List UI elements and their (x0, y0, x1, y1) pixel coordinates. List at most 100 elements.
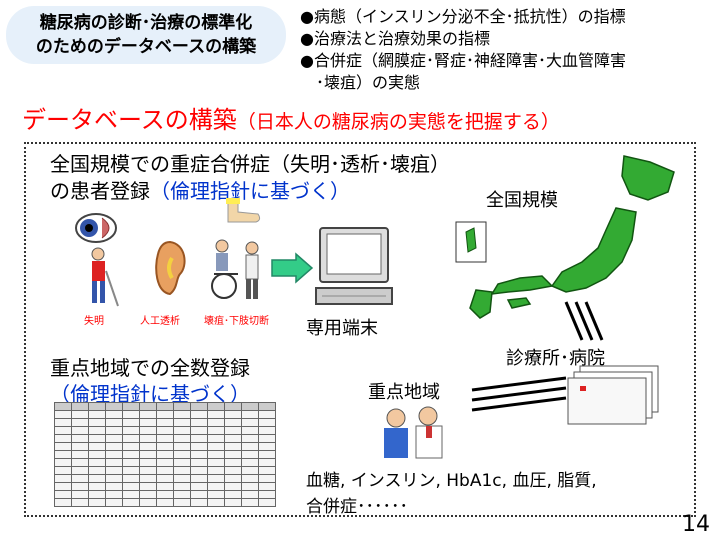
table-cell (190, 442, 208, 451)
table-row (54, 490, 276, 499)
table-cell (54, 450, 72, 459)
table-cell (122, 474, 140, 483)
table-cell (122, 434, 140, 443)
table-cell (241, 466, 259, 475)
table-cell (54, 474, 72, 483)
table-cell (173, 466, 191, 475)
table-cell (258, 426, 276, 435)
table-row (54, 426, 276, 435)
table-row (54, 418, 276, 427)
table-cell (258, 490, 276, 499)
table-cell (122, 466, 140, 475)
table-row (54, 474, 276, 483)
table-cell (88, 442, 106, 451)
table-cell (54, 434, 72, 443)
connection-lines (564, 301, 604, 341)
table-cell (241, 410, 259, 419)
table-cell (88, 434, 106, 443)
table-cell (88, 490, 106, 499)
table-cell (173, 490, 191, 499)
priority-line1: 重点地域での全数登録 (50, 356, 250, 380)
table-cell (207, 442, 225, 451)
arrow-right-icon (271, 252, 314, 284)
table-cell (156, 466, 174, 475)
table-cell (71, 482, 89, 491)
table-cell (224, 474, 242, 483)
table-cell (241, 442, 259, 451)
bullet-item: ●合併症（網膜症･腎症･神経障害･大血管障害 (300, 51, 626, 70)
label-gangrene: 壊疽･下肢切断 (204, 316, 269, 327)
table-cell (139, 482, 157, 491)
heading-main: データベースの構築 (22, 106, 237, 134)
region-lines (471, 376, 567, 412)
table-cell (54, 482, 72, 491)
table-row (54, 482, 276, 491)
table-cell (71, 474, 89, 483)
table-cell (173, 410, 191, 419)
table-cell (156, 490, 174, 499)
table-cell (54, 458, 72, 467)
table-cell (207, 418, 225, 427)
table-cell (224, 434, 242, 443)
label-dialysis: 人工透析 (140, 316, 180, 327)
table-row (54, 498, 276, 507)
table-cell (54, 402, 72, 411)
table-cell (139, 442, 157, 451)
table-cell (156, 442, 174, 451)
table-cell (139, 498, 157, 507)
table-cell (139, 434, 157, 443)
table-row (54, 434, 276, 443)
table-cell (105, 410, 123, 419)
documents-stack-icon (567, 365, 659, 425)
table-cell (139, 490, 157, 499)
table-cell (258, 402, 276, 411)
table-cell (207, 434, 225, 443)
table-cell (224, 450, 242, 459)
foot-icon (226, 198, 261, 223)
table-cell (105, 442, 123, 451)
table-cell (258, 418, 276, 427)
table-cell (190, 426, 208, 435)
doctor-patient-icon (384, 406, 443, 459)
table-cell (173, 442, 191, 451)
terminal-label: 専用端末 (306, 318, 378, 339)
table-cell (71, 418, 89, 427)
table-cell (190, 490, 208, 499)
table-cell (207, 490, 225, 499)
table-cell (190, 458, 208, 467)
table-cell (241, 434, 259, 443)
table-cell (190, 450, 208, 459)
table-cell (207, 458, 225, 467)
table-cell (207, 402, 225, 411)
region-label: 重点地域 (368, 382, 440, 403)
table-cell (122, 498, 140, 507)
label-blind: 失明 (84, 316, 104, 327)
table-cell (54, 418, 72, 427)
japan-map-icon (455, 155, 675, 319)
table-cell (139, 466, 157, 475)
national-line1: 全国規模での重症合併症（失明･透析･壊疽） (50, 152, 450, 176)
table-cell (105, 458, 123, 467)
map-label: 全国規模 (486, 190, 558, 211)
table-cell (258, 450, 276, 459)
table-cell (105, 402, 123, 411)
table-cell (122, 410, 140, 419)
bullet-item: ●治療法と治療効果の指標 (300, 29, 490, 48)
table-cell (139, 410, 157, 419)
table-cell (258, 498, 276, 507)
table-cell (71, 410, 89, 419)
table-cell (122, 450, 140, 459)
table-row (54, 458, 276, 467)
table-row (54, 466, 276, 475)
table-cell (105, 474, 123, 483)
table-cell (173, 434, 191, 443)
table-cell (71, 402, 89, 411)
table-cell (258, 410, 276, 419)
table-cell (156, 434, 174, 443)
table-cell (54, 466, 72, 475)
table-cell (105, 490, 123, 499)
table-cell (54, 426, 72, 435)
title-line2: のためのデータベースの構築 (35, 37, 257, 57)
table-cell (139, 450, 157, 459)
table-cell (156, 418, 174, 427)
